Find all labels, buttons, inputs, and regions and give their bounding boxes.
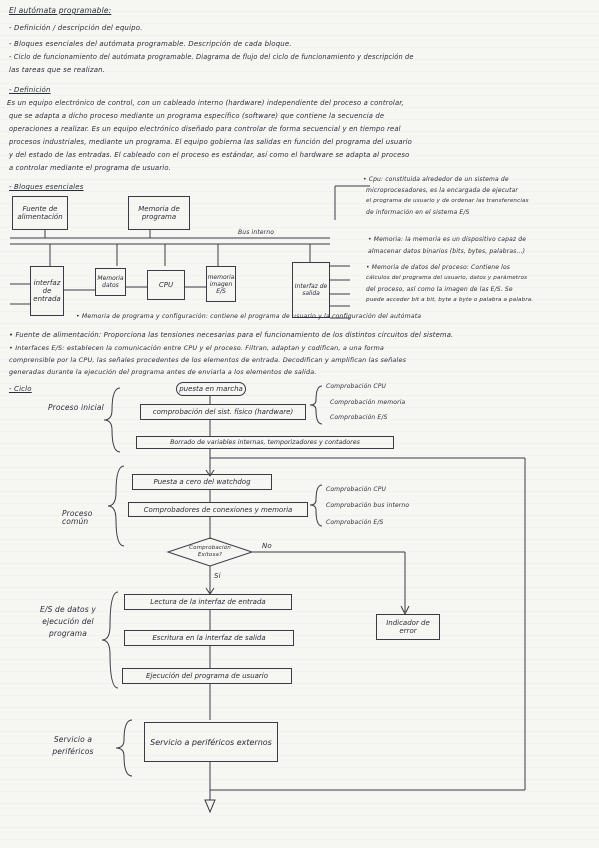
step-comprobacion-fisico: comprobación del sist. físico (hardware) <box>140 404 306 420</box>
note-memoria-datos-3: del proceso, así como la imagen de las E… <box>366 286 513 293</box>
section-es-datos: E/S de datos y ejecución del programa <box>40 605 96 638</box>
step-indicador-error: Indicador de error <box>376 614 440 640</box>
step-comprobadores: Comprobadores de conexiones y memoria <box>128 502 308 517</box>
block-interfaz-salida: Interfaz de salida <box>292 262 330 318</box>
step-ejecucion-programa: Ejecución del programa de usuario <box>122 668 292 684</box>
definicion-line-3: operaciones a realizar. Es un equipo ele… <box>9 125 401 133</box>
note-fuente: • Fuente de alimentación: Proporciona la… <box>9 331 454 339</box>
definicion-line-4: procesos industriales, mediante un progr… <box>9 138 412 146</box>
header-item-2: - Bloques esenciales del autómata progra… <box>9 40 292 48</box>
header-item-1: - Definición / descripción del equipo. <box>9 24 143 32</box>
note-memoria-2: almacenar datos binarios (bits, bytes, p… <box>368 248 526 255</box>
block-interfaz-entrada: interfaz de entrada <box>30 266 64 316</box>
step-servicio-perifericos: Servicio a periféricos externos <box>144 722 278 762</box>
block-fuente-alimentacion: Fuente de alimentación <box>12 196 68 230</box>
side-comun-2: Comprobación bus interno <box>326 502 410 509</box>
step-lectura-entrada: Lectura de la interfaz de entrada <box>124 594 292 610</box>
definicion-line-2: que se adapta a dicho proceso mediante u… <box>9 112 385 120</box>
note-cpu-3: el programa de usuario y de ordenar las … <box>366 198 529 204</box>
section-proceso-comun: Proceso común <box>62 509 93 526</box>
definicion-line-1: Es un equipo electrónico de control, con… <box>7 99 404 107</box>
section-proceso-inicial: Proceso inicial <box>48 403 104 412</box>
section-servicio: Servicio a periféricos <box>52 735 94 756</box>
side-inicial-1: Comprobación CPU <box>326 383 387 390</box>
step-escritura-salida: Escritura en la interfaz de salida <box>124 630 294 646</box>
step-borrado: Borrado de variables internas, temporiza… <box>136 436 394 449</box>
note-cpu-1: • Cpu: constituida alrededor de un siste… <box>363 176 509 183</box>
decision-comprobacion: Comprobación Exitosa? <box>189 545 231 558</box>
note-cpu-2: microprocesadores, es la encargada de ej… <box>366 187 519 194</box>
block-memoria-programa: Memoria de programa <box>128 196 190 230</box>
note-interfaces-2: comprensible por la CPU, las señales pro… <box>9 356 407 364</box>
note-interfaces-1: • Interfaces E/S: establecen la comunica… <box>9 344 385 352</box>
header-item-4: las tareas que se realizan. <box>9 66 106 74</box>
label-no: No <box>262 542 272 550</box>
bloques-heading: - Bloques esenciales <box>9 183 84 191</box>
note-cpu-4: de información en el sistema E/S <box>366 209 470 216</box>
note-interfaces-3: generadas durante la ejecución del progr… <box>9 368 317 376</box>
note-memoria-datos-2: cálculos del programa del usuario, datos… <box>366 275 528 281</box>
bus-interno-label: Bus interno <box>238 229 275 236</box>
step-watchdog: Puesta a cero del watchdog <box>132 474 272 490</box>
side-comun-1: Comprobación CPU <box>326 486 387 493</box>
block-memoria-imagen: memoria imagen E/S <box>206 266 236 302</box>
ciclo-heading: - Ciclo <box>9 385 32 393</box>
note-memoria-programa: • Memoria de programa y configuración: c… <box>76 313 422 320</box>
step-puesta-en-marcha: puesta en marcha <box>176 382 246 396</box>
block-memoria-datos: Memoria datos <box>95 268 126 296</box>
note-memoria-datos-1: • Memoria de datos del proceso: Contiene… <box>366 264 511 271</box>
side-comun-3: Comprobación E/S <box>326 519 384 526</box>
side-inicial-3: Comprobación E/S <box>330 414 388 421</box>
definicion-line-5: y del estado de las entradas. El cablead… <box>9 151 410 159</box>
definicion-line-6: a controlar mediante el programa de usua… <box>9 164 171 172</box>
note-memoria-datos-4: puede acceder bit a bit, byte a byte o p… <box>366 297 534 303</box>
block-cpu: CPU <box>147 270 185 300</box>
label-si: Si <box>214 572 221 580</box>
definicion-heading: - Definición <box>9 86 51 94</box>
page-title: El autómata programable: <box>9 6 112 15</box>
note-memoria-1: • Memoria: la memoria es un dispositivo … <box>368 236 527 243</box>
header-item-3: - Ciclo de funcionamiento del autómata p… <box>9 53 414 61</box>
side-inicial-2: Comprobación memoria <box>330 399 406 406</box>
